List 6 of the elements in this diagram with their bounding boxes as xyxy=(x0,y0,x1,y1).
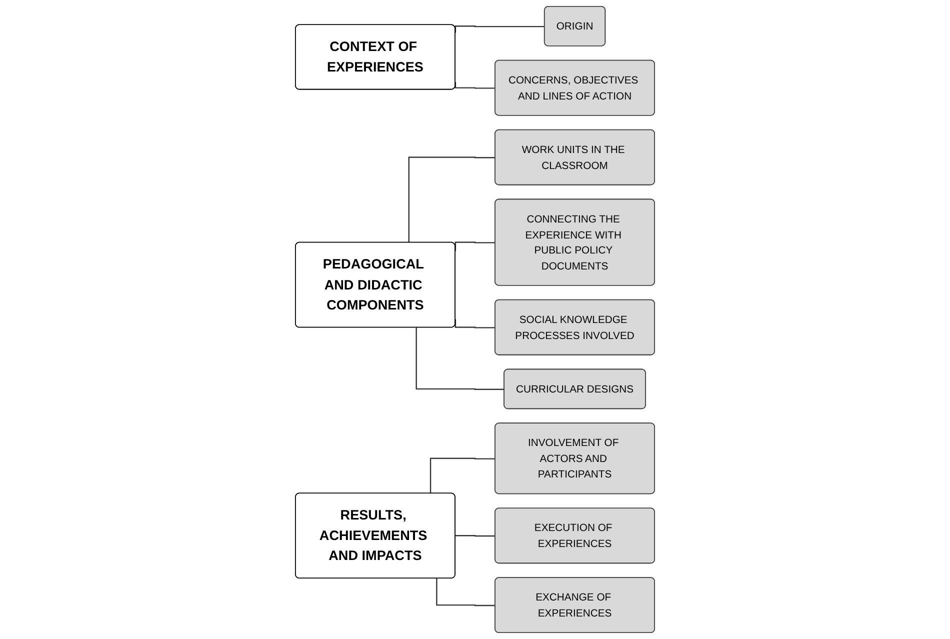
connector xyxy=(430,458,496,494)
connector xyxy=(436,578,496,606)
connector xyxy=(416,328,504,390)
connector xyxy=(408,156,496,243)
connector xyxy=(454,82,496,89)
connector xyxy=(454,535,496,537)
